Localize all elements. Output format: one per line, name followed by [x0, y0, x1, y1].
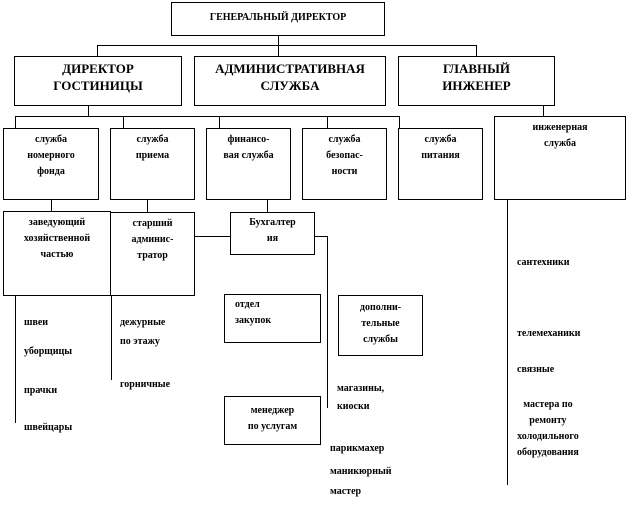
connector [327, 236, 328, 408]
staff-label: ремонту [529, 415, 567, 426]
staff-label: парикмахер [330, 443, 385, 454]
chief-engineer-box: ГЛАВНЫЙ ИНЖЕНЕР [398, 56, 555, 106]
box-label: служба [424, 134, 457, 145]
staff-label: по этажу [120, 336, 160, 347]
staff-label: связные [517, 364, 555, 375]
staff-label: швейцары [24, 422, 73, 433]
box-label: ИНЖЕНЕР [442, 78, 511, 93]
engineering-service-box: инженерная служба [494, 116, 626, 200]
connector [15, 116, 400, 117]
box-label: служба [136, 134, 169, 145]
box-label: менеджер [250, 405, 295, 416]
box-label: служба [543, 138, 577, 149]
connector [219, 116, 220, 128]
connector [267, 200, 268, 212]
box-label: закупок [235, 315, 272, 326]
connector [97, 45, 477, 46]
staff-label: оборудования [517, 447, 579, 458]
connector [278, 36, 279, 56]
housekeeping-head-box: заведующий хозяйственной частью [3, 211, 111, 296]
connector [147, 200, 148, 212]
box-label: ГОСТИНИЦЫ [53, 78, 143, 93]
connector [111, 295, 112, 380]
connector [507, 200, 508, 485]
box-label: хозяйственной [23, 233, 91, 244]
box-label: СЛУЖБА [260, 78, 320, 93]
general-director-box: ГЕНЕРАЛЬНЫЙ ДИРЕКТОР [171, 2, 385, 36]
box-label: безопас- [326, 150, 363, 161]
staff-label: холодильного [517, 431, 579, 442]
box-label: тратор [137, 250, 168, 261]
staff-label: мастера по [523, 399, 573, 410]
connector [543, 106, 544, 116]
senior-admin-box: старший админис-тратор [110, 212, 195, 296]
box-label: ГЛАВНЫЙ [442, 61, 511, 76]
connector [15, 295, 16, 423]
procurement-box: отдел закупок [224, 294, 321, 343]
connector [194, 236, 230, 237]
box-label: служба [34, 134, 68, 145]
box-label: служба [328, 134, 361, 145]
staff-label: киоски [337, 401, 370, 412]
staff-label: швеи [24, 317, 49, 328]
connector [15, 116, 16, 128]
reception-service-box: служба приема [110, 128, 195, 200]
catering-service-box: служба питания [398, 128, 483, 200]
box-label: старший [132, 218, 173, 229]
connector [476, 45, 477, 56]
security-service-box: служба безопас-ности [302, 128, 387, 200]
staff-label: мастер [330, 486, 362, 497]
connector [51, 200, 52, 212]
hotel-director-box: ДИРЕКТОР ГОСТИНИЦЫ [14, 56, 182, 106]
box-label: по услугам [247, 421, 298, 432]
staff-label: магазины, [337, 383, 385, 394]
box-label: Бухгалтер [249, 217, 296, 228]
box-label: службы [363, 334, 398, 345]
box-label: отдел [235, 299, 260, 310]
box-label: ия [266, 233, 279, 244]
additional-services-box: дополни-тельные службы [338, 295, 423, 356]
box-label: заведующий [28, 217, 86, 228]
staff-label-group: мастера по ремонту холодильного оборудов… [517, 397, 579, 461]
box-label: ности [331, 166, 358, 177]
staff-label: дежурные [120, 317, 166, 328]
room-fund-service-box: служба номерного фонда [3, 128, 99, 200]
staff-label: маникюрный [330, 466, 392, 477]
box-label: питания [421, 150, 460, 161]
connector [97, 45, 98, 56]
box-label: вая служба [223, 150, 274, 161]
staff-label: прачки [24, 385, 58, 396]
service-manager-box: менеджер по услугам [224, 396, 321, 445]
connector [88, 106, 89, 117]
box-label: частью [40, 249, 74, 260]
box-label: фонда [37, 166, 65, 177]
staff-label: телемеханики [517, 328, 581, 339]
connector [314, 236, 327, 237]
box-label: тельные [361, 318, 400, 329]
connector [399, 116, 400, 128]
box-label: АДМИНИСТРАТИВНАЯ [215, 61, 365, 76]
admin-service-box: АДМИНИСТРАТИВНАЯ СЛУЖБА [194, 56, 386, 106]
staff-label: горничные [120, 379, 171, 390]
staff-label: сантехники [517, 257, 570, 268]
box-label: ГЕНЕРАЛЬНЫЙ ДИРЕКТОР [209, 12, 347, 23]
finance-service-box: финансо-вая служба [206, 128, 291, 200]
staff-label: уборщицы [24, 346, 73, 357]
connector [123, 116, 124, 128]
box-label: ДИРЕКТОР [62, 61, 134, 76]
box-label: админис- [131, 234, 174, 245]
accounting-box: Бухгалтер ия [230, 212, 315, 255]
connector [327, 116, 328, 128]
box-label: номерного [27, 150, 75, 161]
box-label: дополни- [359, 302, 402, 313]
box-label: инженерная [532, 122, 588, 133]
box-label: финансо- [227, 134, 270, 145]
box-label: приема [135, 150, 170, 161]
